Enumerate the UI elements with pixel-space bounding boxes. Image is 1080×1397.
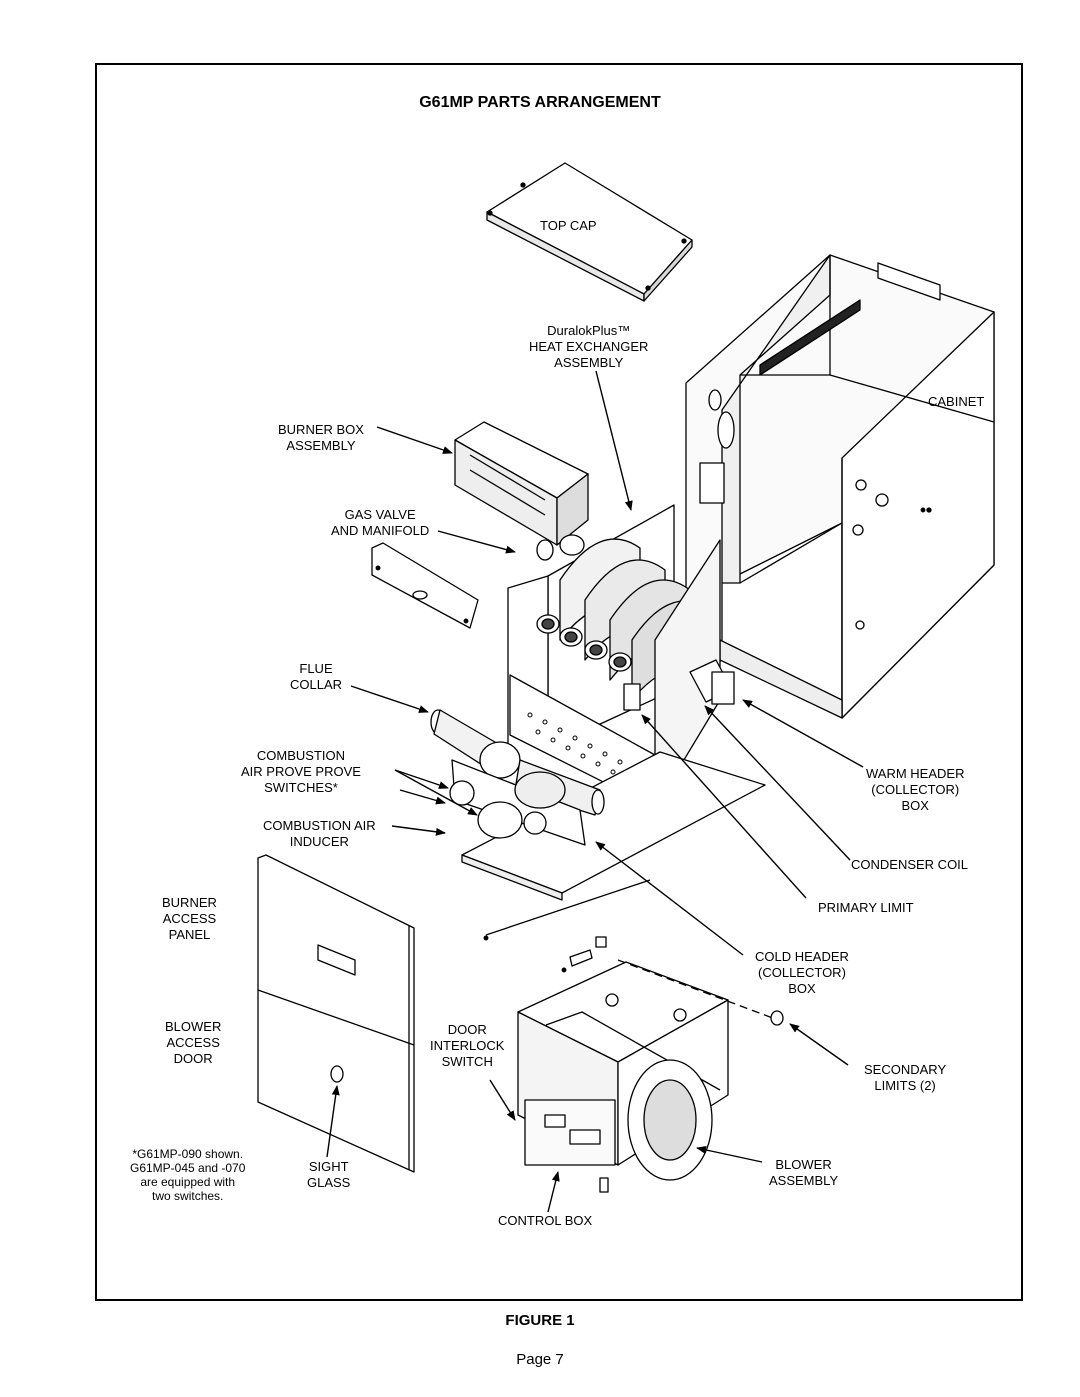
label-inducer: COMBUSTION AIR INDUCER (263, 818, 376, 849)
inducer-part (430, 709, 605, 846)
small-parts (483, 507, 926, 973)
label-warm-header: WARM HEADER (COLLECTOR) BOX (866, 766, 965, 813)
diagram-title: G61MP PARTS ARRANGEMENT (419, 94, 661, 111)
label-heat-exchanger: DuralokPlus™ HEAT EXCHANGER ASSEMBLY (529, 323, 649, 370)
footnote: *G61MP-090 shown. G61MP-045 and -070 are… (130, 1147, 246, 1203)
arrow-condenser-coil (704, 705, 851, 861)
cabinet-part (685, 254, 995, 719)
arrow-warm-header (742, 699, 864, 768)
arrow-cold-header (595, 841, 744, 956)
arrow-prove-switch-2 (394, 769, 478, 816)
diagram-frame (95, 63, 1023, 1301)
burner-cover-part (371, 542, 479, 629)
arrow-gas-valve (437, 530, 516, 554)
label-secondary-limits: SECONDARY LIMITS (2) (864, 1062, 947, 1093)
label-sight-glass: SIGHT GLASS (307, 1159, 351, 1190)
condenser-coil-part (461, 751, 766, 901)
blower-part (517, 959, 784, 1193)
top-cap-part (486, 162, 693, 302)
arrow-primary-limit (641, 714, 807, 899)
label-primary-limit: PRIMARY LIMIT (818, 900, 914, 915)
label-burner-box: BURNER BOX ASSEMBLY (278, 422, 364, 453)
label-door-interlock: DOOR INTERLOCK SWITCH (430, 1022, 505, 1069)
label-control-box: CONTROL BOX (498, 1213, 593, 1228)
figure-label: FIGURE 1 (505, 1312, 575, 1329)
heat-exchanger-part (507, 504, 721, 841)
label-burner-access-panel: BURNER ACCESS PANEL (162, 895, 217, 942)
label-top-cap: TOP CAP (540, 218, 597, 233)
page-number: Page 7 (516, 1351, 564, 1368)
warm-header-box-part (689, 659, 735, 705)
arrow-door-interlock (489, 1079, 516, 1121)
label-flue-collar: FLUE COLLAR (290, 661, 343, 692)
label-prove-switches: COMBUSTION AIR PROVE PROVE SWITCHES* (241, 748, 361, 795)
label-gas-valve: GAS VALVE AND MANIFOLD (331, 507, 430, 538)
arrow-heat-exchanger (595, 370, 633, 511)
label-blower-assembly: BLOWER ASSEMBLY (769, 1157, 839, 1188)
arrow-sight-glass (326, 1085, 340, 1158)
label-blower-access-door: BLOWER ACCESS DOOR (165, 1019, 222, 1066)
arrow-prove-switch-3 (399, 789, 446, 805)
arrow-flue-collar (350, 685, 429, 713)
arrow-burner-box (376, 426, 453, 454)
label-condenser-coil: CONDENSER COIL (851, 857, 969, 872)
arrow-prove-switch-1 (394, 769, 449, 789)
burner-box-part (454, 421, 589, 561)
arrow-control-box (547, 1171, 560, 1213)
arrow-inducer (391, 825, 446, 836)
arrow-blower-assembly (696, 1145, 763, 1163)
label-cabinet: CABINET (928, 394, 985, 409)
label-cold-header: COLD HEADER (COLLECTOR) BOX (755, 949, 849, 996)
arrow-secondary-limits (789, 1023, 849, 1066)
access-panel-part (257, 854, 415, 1173)
